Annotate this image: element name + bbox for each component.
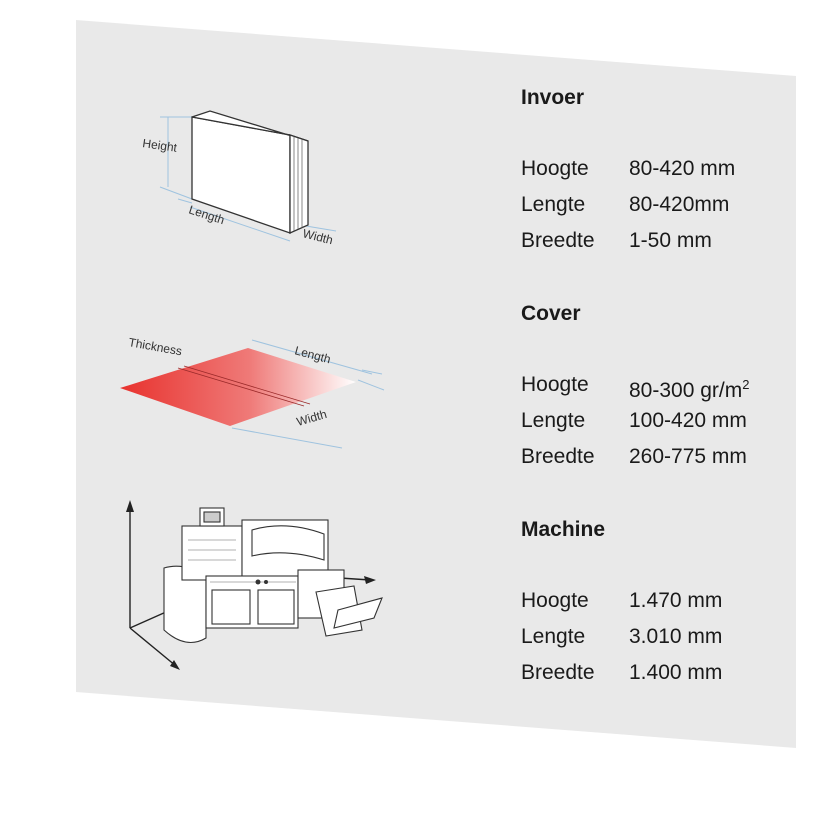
spec-label: Hoogte [521, 157, 589, 180]
spec-value-sup: 2 [742, 377, 750, 392]
spec-label: Lengte [521, 193, 586, 216]
spec-value: 1.470 mm [629, 589, 723, 612]
spec-row-machine-breedte: Breedte 1.400 mm [521, 660, 811, 686]
cover-length-label: Length [293, 343, 332, 366]
section-title-machine: Machine [521, 518, 606, 541]
spec-value: 1-50 mm [629, 229, 712, 252]
spec-value: 3.010 mm [629, 625, 723, 648]
spec-label: Lengte [521, 409, 586, 432]
spec-label: Breedte [521, 445, 595, 468]
machine-illustration [126, 500, 383, 670]
spec-label: Hoogte [521, 373, 589, 396]
cover-width-label: Width [295, 407, 328, 429]
spec-label: Breedte [521, 661, 595, 684]
spec-row-cover-lengte: Lengte 100-420 mm [521, 408, 811, 434]
height-label: Height [142, 136, 179, 155]
spec-row-cover-breedte: Breedte 260-775 mm [521, 444, 811, 470]
spec-value: 1.400 mm [629, 661, 723, 684]
spec-row-machine-lengte: Lengte 3.010 mm [521, 624, 811, 650]
cover-sheet-illustration: Thickness Length Width [120, 335, 385, 449]
spec-value: 80-420 mm [629, 157, 736, 180]
spec-value-with-superscript: 80-300 gr/m2 [629, 372, 749, 404]
spec-row-cover-hoogte: Hoogte 80-300 gr/m2 [521, 372, 811, 402]
spec-value-base: 80-300 gr/m [629, 379, 743, 402]
spec-label: Lengte [521, 625, 586, 648]
spec-value: 260-775 mm [629, 445, 747, 468]
spec-row-invoer-hoogte: Hoogte 80-420 mm [521, 156, 811, 182]
book-block-illustration: Height Length Width [142, 110, 337, 247]
thickness-label: Thickness [127, 335, 183, 358]
spec-value: 80-420mm [629, 193, 730, 216]
spec-value: 100-420 mm [629, 409, 747, 432]
spec-row-invoer-lengte: Lengte 80-420mm [521, 192, 811, 218]
spec-row-machine-hoogte: Hoogte 1.470 mm [521, 588, 811, 614]
spec-label: Hoogte [521, 589, 589, 612]
spec-label: Breedte [521, 229, 595, 252]
section-title-invoer: Invoer [521, 86, 585, 109]
section-title-cover: Cover [521, 302, 581, 325]
spec-row-invoer-breedte: Breedte 1-50 mm [521, 228, 811, 254]
